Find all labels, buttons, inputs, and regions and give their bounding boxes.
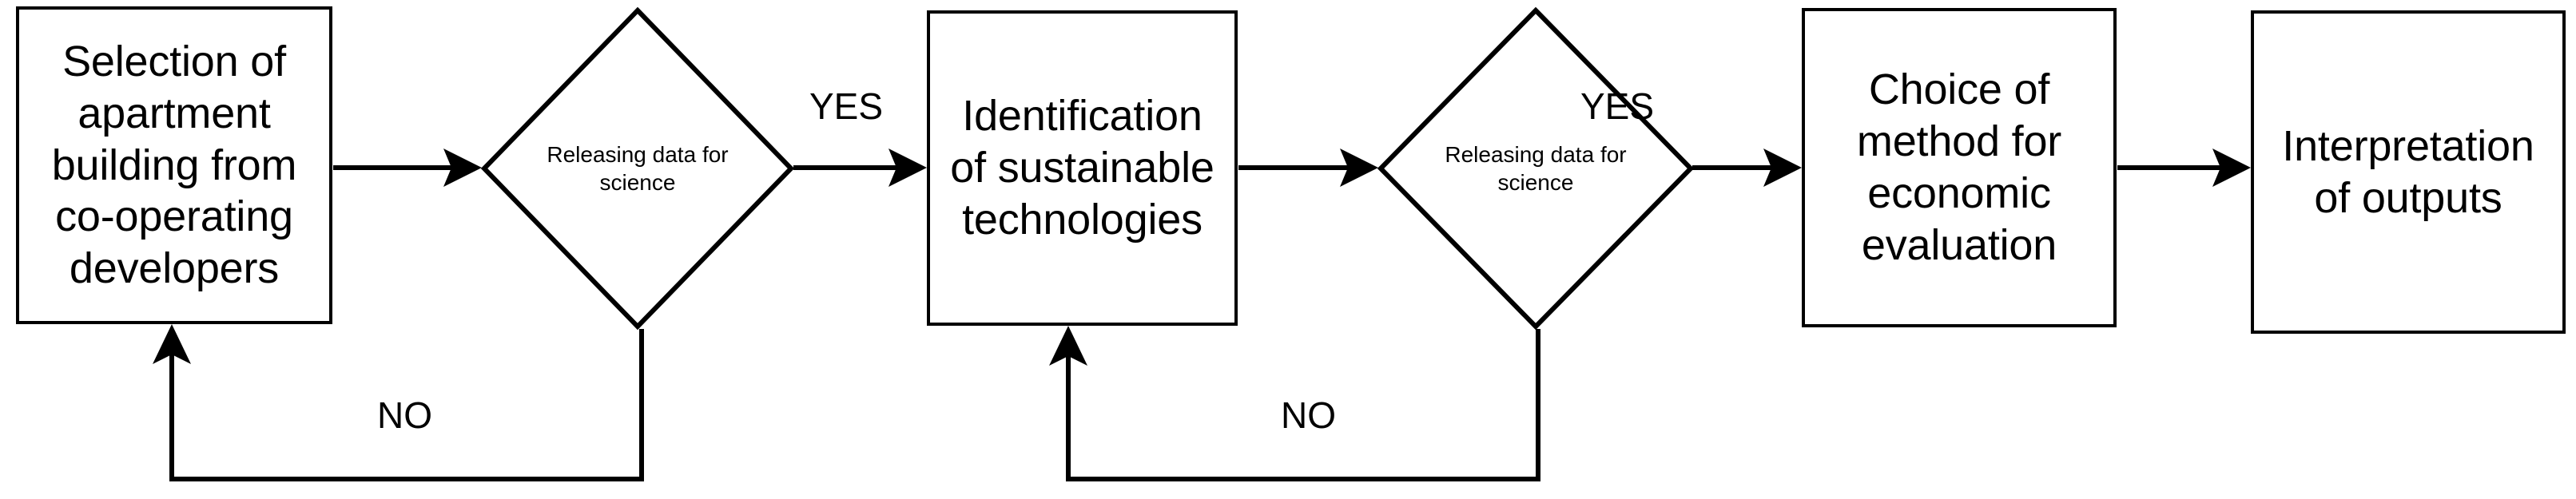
node-identification-of-sustainable-technologies[interactable]: Identification of sustainable technologi… <box>927 10 1238 326</box>
node-releasing-data-for-science-2[interactable]: Releasing data for science <box>1377 6 1695 331</box>
node-choice-of-method-for-economic-evaluation[interactable]: Choice of method for economic evaluation <box>1802 8 2117 327</box>
edge-label-no-1: NO <box>377 394 432 436</box>
node-label: Identification of sustainable technologi… <box>950 92 1214 244</box>
edge-label-no-2: NO <box>1281 394 1336 436</box>
edge-d1-to-n2-yes <box>793 149 927 187</box>
diamond-shape <box>1377 6 1695 331</box>
node-selection-of-apartment-building[interactable]: Selection of apartment building from co-… <box>16 6 332 324</box>
edge-n3-to-n4 <box>2117 149 2251 187</box>
diamond-shape <box>480 6 795 331</box>
edge-n2-to-d2 <box>1238 149 1378 187</box>
edge-d2-to-n3-yes <box>1692 149 1802 187</box>
edge-label-yes-2: YES <box>1580 85 1655 127</box>
node-interpretation-of-outputs[interactable]: Interpretation of outputs <box>2251 10 2566 334</box>
node-label: Choice of method for economic evaluation <box>1856 65 2062 269</box>
node-releasing-data-for-science-1[interactable]: Releasing data for science <box>480 6 795 331</box>
edge-n1-to-d1 <box>333 149 482 187</box>
node-label: Selection of apartment building from co-… <box>51 38 297 293</box>
edge-label-yes-1: YES <box>809 85 884 127</box>
node-label: Interpretation of outputs <box>2282 121 2534 222</box>
